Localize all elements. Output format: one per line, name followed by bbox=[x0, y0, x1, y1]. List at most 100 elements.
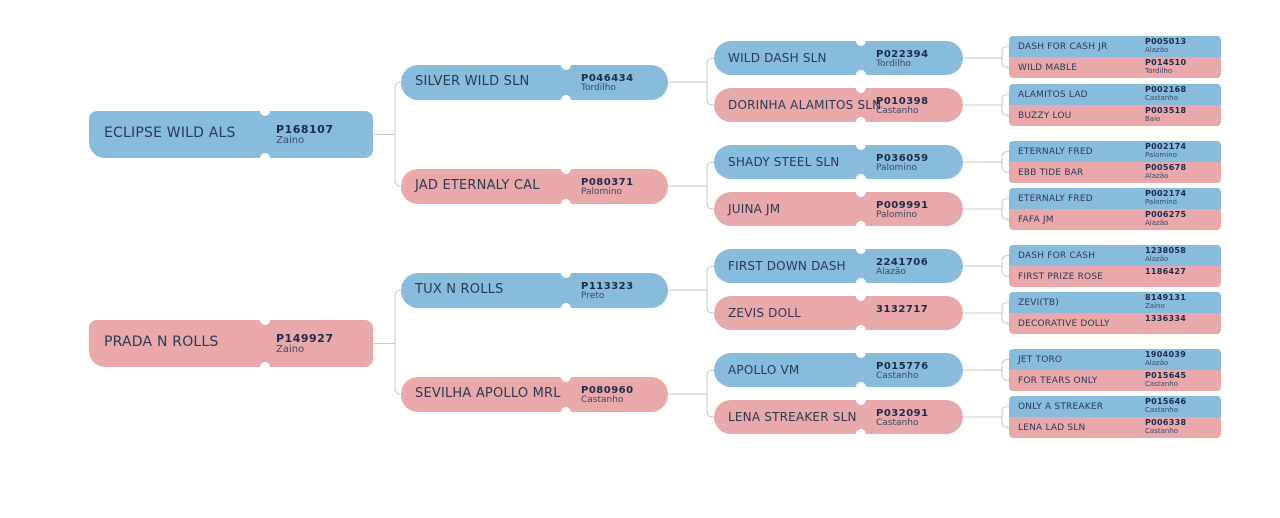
horse-name: LENA STREAKER SLN bbox=[728, 410, 857, 424]
registration-code: 3132717 bbox=[876, 304, 929, 315]
horse-granddam-paternal[interactable]: JAD ETERNALY CAL P080371 Palomino bbox=[401, 169, 668, 204]
horse-gen2-5[interactable]: FIRST DOWN DASH 2241706 Alazão bbox=[714, 249, 963, 283]
horse-name: SEVILHA APOLLO MRL bbox=[415, 386, 561, 401]
registration-code: P113323 bbox=[581, 281, 634, 292]
coat-color: Alazão bbox=[876, 267, 906, 277]
horse-gen3-4[interactable]: BUZZY LOU P003518 Baio bbox=[1009, 105, 1221, 126]
horse-gen2-7[interactable]: APOLLO VM P015776 Castanho bbox=[714, 353, 963, 387]
horse-name: WILD DASH SLN bbox=[728, 51, 827, 65]
registration-code: P015645 bbox=[1145, 371, 1187, 380]
registration-code: P005678 bbox=[1145, 163, 1187, 172]
coat-color: Castanho bbox=[876, 106, 919, 116]
coat-color: Castanho bbox=[876, 371, 919, 381]
registration-code: P002168 bbox=[1145, 85, 1187, 94]
horse-name: BUZZY LOU bbox=[1018, 111, 1072, 121]
connector-line bbox=[1001, 46, 1009, 68]
horse-gen2-2[interactable]: DORINHA ALAMITOS SLN P010398 Castanho bbox=[714, 88, 963, 122]
horse-gen2-8[interactable]: LENA STREAKER SLN P032091 Castanho bbox=[714, 400, 963, 434]
horse-gen3-16[interactable]: LENA LAD SLN P006338 Castanho bbox=[1009, 417, 1221, 438]
registration-code: 8149131 bbox=[1145, 293, 1187, 302]
registration-code: P005013 bbox=[1145, 37, 1187, 46]
horse-name: SILVER WILD SLN bbox=[415, 74, 530, 89]
notch bbox=[260, 111, 270, 116]
coat-color: Preto bbox=[581, 291, 605, 301]
horse-name: SHADY STEEL SLN bbox=[728, 155, 840, 169]
horse-gen3-9[interactable]: DASH FOR CASH 1238058 Alazão bbox=[1009, 245, 1221, 266]
horse-name: JUINA JM bbox=[728, 202, 781, 216]
notch bbox=[260, 153, 270, 158]
horse-sire[interactable]: ECLIPSE WILD ALS P168107 Zaino bbox=[89, 111, 373, 158]
coat-color: Baio bbox=[1145, 115, 1161, 123]
coat-color: Castanho bbox=[1145, 427, 1179, 435]
horse-gen3-8[interactable]: FAFA JM P006275 Alazão bbox=[1009, 209, 1221, 230]
horse-gen2-1[interactable]: WILD DASH SLN P022394 Tordilho bbox=[714, 41, 963, 75]
horse-name: EBB TIDE BAR bbox=[1018, 168, 1084, 178]
coat-color: Castanho bbox=[876, 418, 919, 428]
horse-gen3-6[interactable]: EBB TIDE BAR P005678 Alazão bbox=[1009, 162, 1221, 183]
horse-name: WILD MABLE bbox=[1018, 63, 1078, 73]
coat-color: Castanho bbox=[1145, 94, 1179, 102]
notch bbox=[856, 249, 866, 254]
horse-gen2-4[interactable]: JUINA JM P009991 Palomino bbox=[714, 192, 963, 226]
registration-code: P002174 bbox=[1145, 189, 1187, 198]
coat-color: Palomino bbox=[1145, 198, 1177, 206]
connector-line bbox=[394, 81, 402, 187]
horse-name: DORINHA ALAMITOS SLN bbox=[728, 98, 882, 112]
coat-color: Castanho bbox=[581, 395, 624, 405]
registration-code: P036059 bbox=[876, 153, 929, 164]
horse-name: ECLIPSE WILD ALS bbox=[104, 125, 236, 141]
horse-grandsire-maternal[interactable]: TUX N ROLLS P113323 Preto bbox=[401, 273, 668, 308]
horse-gen3-1[interactable]: DASH FOR CASH JR P005013 Alazão bbox=[1009, 36, 1221, 57]
notch bbox=[856, 353, 866, 358]
horse-granddam-maternal[interactable]: SEVILHA APOLLO MRL P080960 Castanho bbox=[401, 377, 668, 412]
notch bbox=[856, 325, 866, 330]
registration-code: P006338 bbox=[1145, 418, 1187, 427]
registration-code: 1904039 bbox=[1145, 350, 1187, 359]
horse-gen3-2[interactable]: WILD MABLE P014510 Tordilho bbox=[1009, 57, 1221, 78]
notch bbox=[856, 429, 866, 434]
notch bbox=[561, 407, 571, 412]
horse-gen2-3[interactable]: SHADY STEEL SLN P036059 Palomino bbox=[714, 145, 963, 179]
horse-name: ZEVI(TB) bbox=[1018, 298, 1059, 308]
horse-name: LENA LAD SLN bbox=[1018, 423, 1086, 433]
horse-gen3-12[interactable]: DECORATIVE DOLLY 1336334 bbox=[1009, 313, 1221, 334]
notch bbox=[561, 377, 571, 382]
connector-line bbox=[706, 161, 714, 210]
registration-code: P022394 bbox=[876, 49, 929, 60]
horse-gen3-15[interactable]: ONLY A STREAKER P015646 Castanho bbox=[1009, 396, 1221, 417]
registration-code: 1336334 bbox=[1145, 314, 1187, 323]
registration-code: P015776 bbox=[876, 361, 929, 372]
registration-code: P080960 bbox=[581, 385, 634, 396]
registration-code: P002174 bbox=[1145, 142, 1187, 151]
horse-name: ONLY A STREAKER bbox=[1018, 402, 1104, 412]
horse-gen3-11[interactable]: ZEVI(TB) 8149131 Zaino bbox=[1009, 292, 1221, 313]
coat-color: Zaino bbox=[276, 135, 305, 146]
horse-name: ETERNALY FRED bbox=[1018, 194, 1093, 204]
horse-grandsire-paternal[interactable]: SILVER WILD SLN P046434 Tordilho bbox=[401, 65, 668, 100]
horse-gen3-5[interactable]: ETERNALY FRED P002174 Palomino bbox=[1009, 141, 1221, 162]
horse-name: JAD ETERNALY CAL bbox=[415, 178, 540, 193]
horse-gen3-7[interactable]: ETERNALY FRED P002174 Palomino bbox=[1009, 188, 1221, 209]
horse-dam[interactable]: PRADA N ROLLS P149927 Zaino bbox=[89, 320, 373, 367]
horse-gen2-6[interactable]: ZEVIS DOLL 3132717 bbox=[714, 296, 963, 330]
connector-line bbox=[1001, 151, 1009, 173]
horse-gen3-3[interactable]: ALAMITOS LAD P002168 Castanho bbox=[1009, 84, 1221, 105]
coat-color: Zaino bbox=[1145, 302, 1165, 310]
horse-gen3-10[interactable]: FIRST PRIZE ROSE 1186427 bbox=[1009, 266, 1221, 287]
notch bbox=[856, 117, 866, 122]
horse-name: PRADA N ROLLS bbox=[104, 334, 219, 350]
horse-gen3-14[interactable]: FOR TEARS ONLY P015645 Castanho bbox=[1009, 370, 1221, 391]
horse-name: ETERNALY FRED bbox=[1018, 147, 1093, 157]
notch bbox=[856, 70, 866, 75]
notch bbox=[856, 400, 866, 405]
coat-color: Alazão bbox=[1145, 359, 1169, 367]
coat-color: Palomino bbox=[876, 210, 918, 220]
registration-code: P009991 bbox=[876, 200, 929, 211]
horse-name: FIRST PRIZE ROSE bbox=[1018, 272, 1104, 282]
registration-code: P006275 bbox=[1145, 210, 1187, 219]
registration-code: 1186427 bbox=[1145, 267, 1187, 276]
coat-color: Zaino bbox=[276, 344, 305, 355]
horse-gen3-13[interactable]: JET TORO 1904039 Alazão bbox=[1009, 349, 1221, 370]
notch bbox=[856, 221, 866, 226]
